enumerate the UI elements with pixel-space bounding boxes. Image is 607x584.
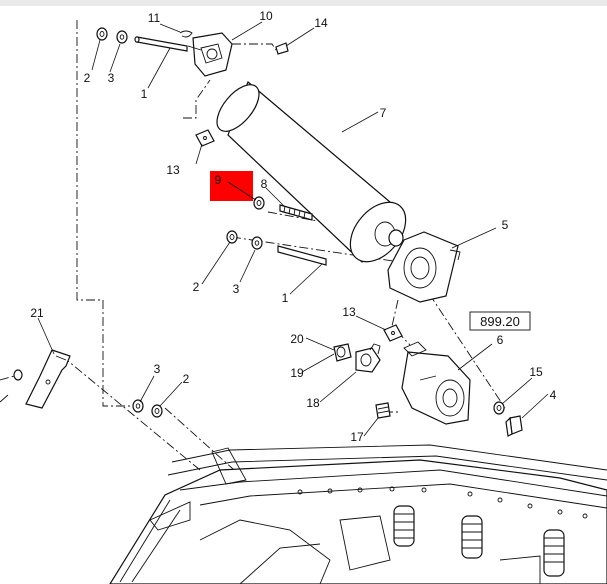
- reference-code: 899.20: [480, 314, 520, 329]
- assembly-line-bracket: [61, 355, 201, 471]
- tee-fitting-19: [355, 343, 381, 373]
- callout-6: 6: [497, 333, 504, 347]
- highlight-part-9: [210, 171, 253, 201]
- callout-8: 8: [261, 177, 268, 191]
- fitting-17: [375, 402, 391, 419]
- nut-9: [253, 196, 265, 210]
- shock-absorber-1: [393, 505, 415, 547]
- upper-shaft-group: [96, 27, 289, 77]
- top-edge-strip: [0, 0, 607, 6]
- shock-absorber-3: [543, 529, 565, 577]
- callout-4: 4: [550, 388, 557, 402]
- callout-13-lower: 13: [342, 305, 356, 319]
- washer-left-edge: [0, 369, 23, 403]
- assembly-line-left-edge: [0, 374, 19, 381]
- assembly-line-right: [419, 279, 506, 409]
- callout-3-lower: 3: [233, 282, 240, 296]
- bracket-10: [187, 32, 233, 77]
- callout-15: 15: [529, 365, 543, 379]
- shock-absorber-2: [461, 515, 483, 559]
- callout-10: 10: [259, 9, 273, 23]
- callout-14: 14: [314, 16, 328, 30]
- callout-3-bottom: 3: [154, 362, 161, 376]
- pin-1-lower: [277, 245, 327, 266]
- reference-code-box: 899.20: [469, 311, 531, 331]
- drive-housing-6: [401, 341, 471, 425]
- callout-labels: 11 10 14 2 3 1 7 13 9 8 5 2 3 1 21 13 20…: [30, 9, 556, 444]
- frame-assembly: [109, 444, 607, 584]
- washer-3-bottom: [132, 399, 144, 413]
- assembly-line-13b: [391, 299, 411, 346]
- callout-18: 18: [306, 396, 320, 410]
- callout-20: 20: [290, 332, 304, 346]
- callout-9: 9: [215, 173, 222, 187]
- callout-2-lower: 2: [193, 280, 200, 294]
- pin-1-upper: [134, 36, 188, 52]
- callout-7: 7: [380, 106, 387, 120]
- frame-rivets: [297, 486, 588, 519]
- callout-21: 21: [30, 306, 44, 320]
- leader-lines: [37, 21, 549, 437]
- fitting-20: [333, 343, 352, 362]
- assembly-line-14: [232, 43, 277, 51]
- callout-19: 19: [290, 366, 304, 380]
- callout-2-upper: 2: [84, 71, 91, 85]
- assembly-line-left: [76, 20, 133, 407]
- lower-shaft-group: [226, 230, 327, 266]
- assembly-line-top: [183, 79, 211, 119]
- nut-2-bottom: [151, 404, 163, 418]
- bracket-21: [25, 349, 71, 409]
- nut-2-lower: [226, 230, 238, 244]
- callout-2-bottom: 2: [183, 372, 190, 386]
- callout-13-upper: 13: [166, 163, 180, 177]
- washer-15: [493, 401, 505, 415]
- assembly-line-center: [267, 211, 401, 237]
- threaded-stud-8: [279, 204, 313, 221]
- callout-17: 17: [350, 430, 364, 444]
- callout-5: 5: [502, 218, 509, 232]
- square-washer-13-upper: [195, 129, 215, 147]
- washer-3-lower: [251, 236, 263, 250]
- callout-3-upper: 3: [108, 71, 115, 85]
- washer-3-upper: [116, 30, 128, 44]
- fitting-14: [275, 42, 289, 55]
- callout-1-upper: 1: [141, 87, 148, 101]
- roller-7: [216, 80, 407, 264]
- clip-11: [179, 30, 193, 38]
- callout-1-lower: 1: [282, 291, 289, 305]
- bolt-4: [505, 415, 523, 437]
- bracket-plate-5: [387, 231, 461, 303]
- nut-2-upper: [96, 27, 108, 41]
- square-washer-13-lower: [383, 324, 403, 342]
- callout-11: 11: [148, 11, 161, 25]
